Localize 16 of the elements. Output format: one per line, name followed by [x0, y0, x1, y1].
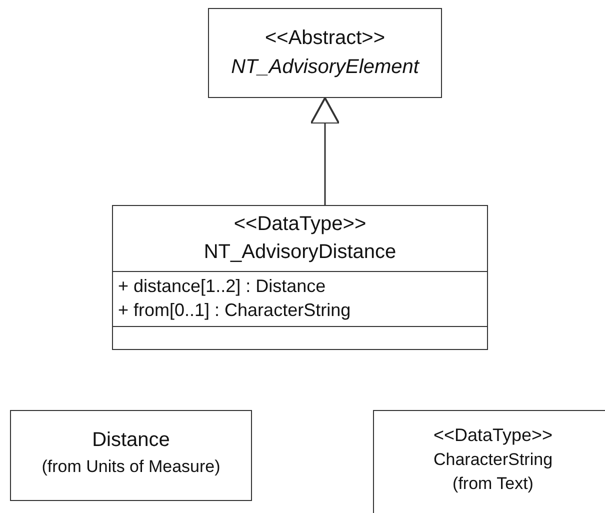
- package-note: (from Text): [452, 474, 534, 494]
- class-name: NT_AdvisoryDistance: [202, 241, 398, 264]
- class-name: CharacterString: [432, 450, 554, 470]
- stereotype-label: <<DataType>>: [432, 425, 554, 446]
- uml-class-box: [208, 8, 442, 98]
- uml-class-box: [10, 410, 252, 501]
- uml-class-box: [373, 410, 605, 513]
- attribute-text: + from[0..1] : CharacterString: [118, 300, 351, 321]
- class-name: NT_AdvisoryElement: [230, 56, 420, 79]
- stereotype-label: <<Abstract>>: [264, 27, 386, 50]
- class-name: Distance: [91, 429, 171, 452]
- generalization-arrow: [310, 97, 340, 205]
- package-note: (from Units of Measure): [40, 457, 222, 477]
- attribute-text: + distance[1..2] : Distance: [118, 276, 326, 297]
- stereotype-label: <<DataType>>: [232, 213, 368, 236]
- uml-class-box: [112, 205, 488, 350]
